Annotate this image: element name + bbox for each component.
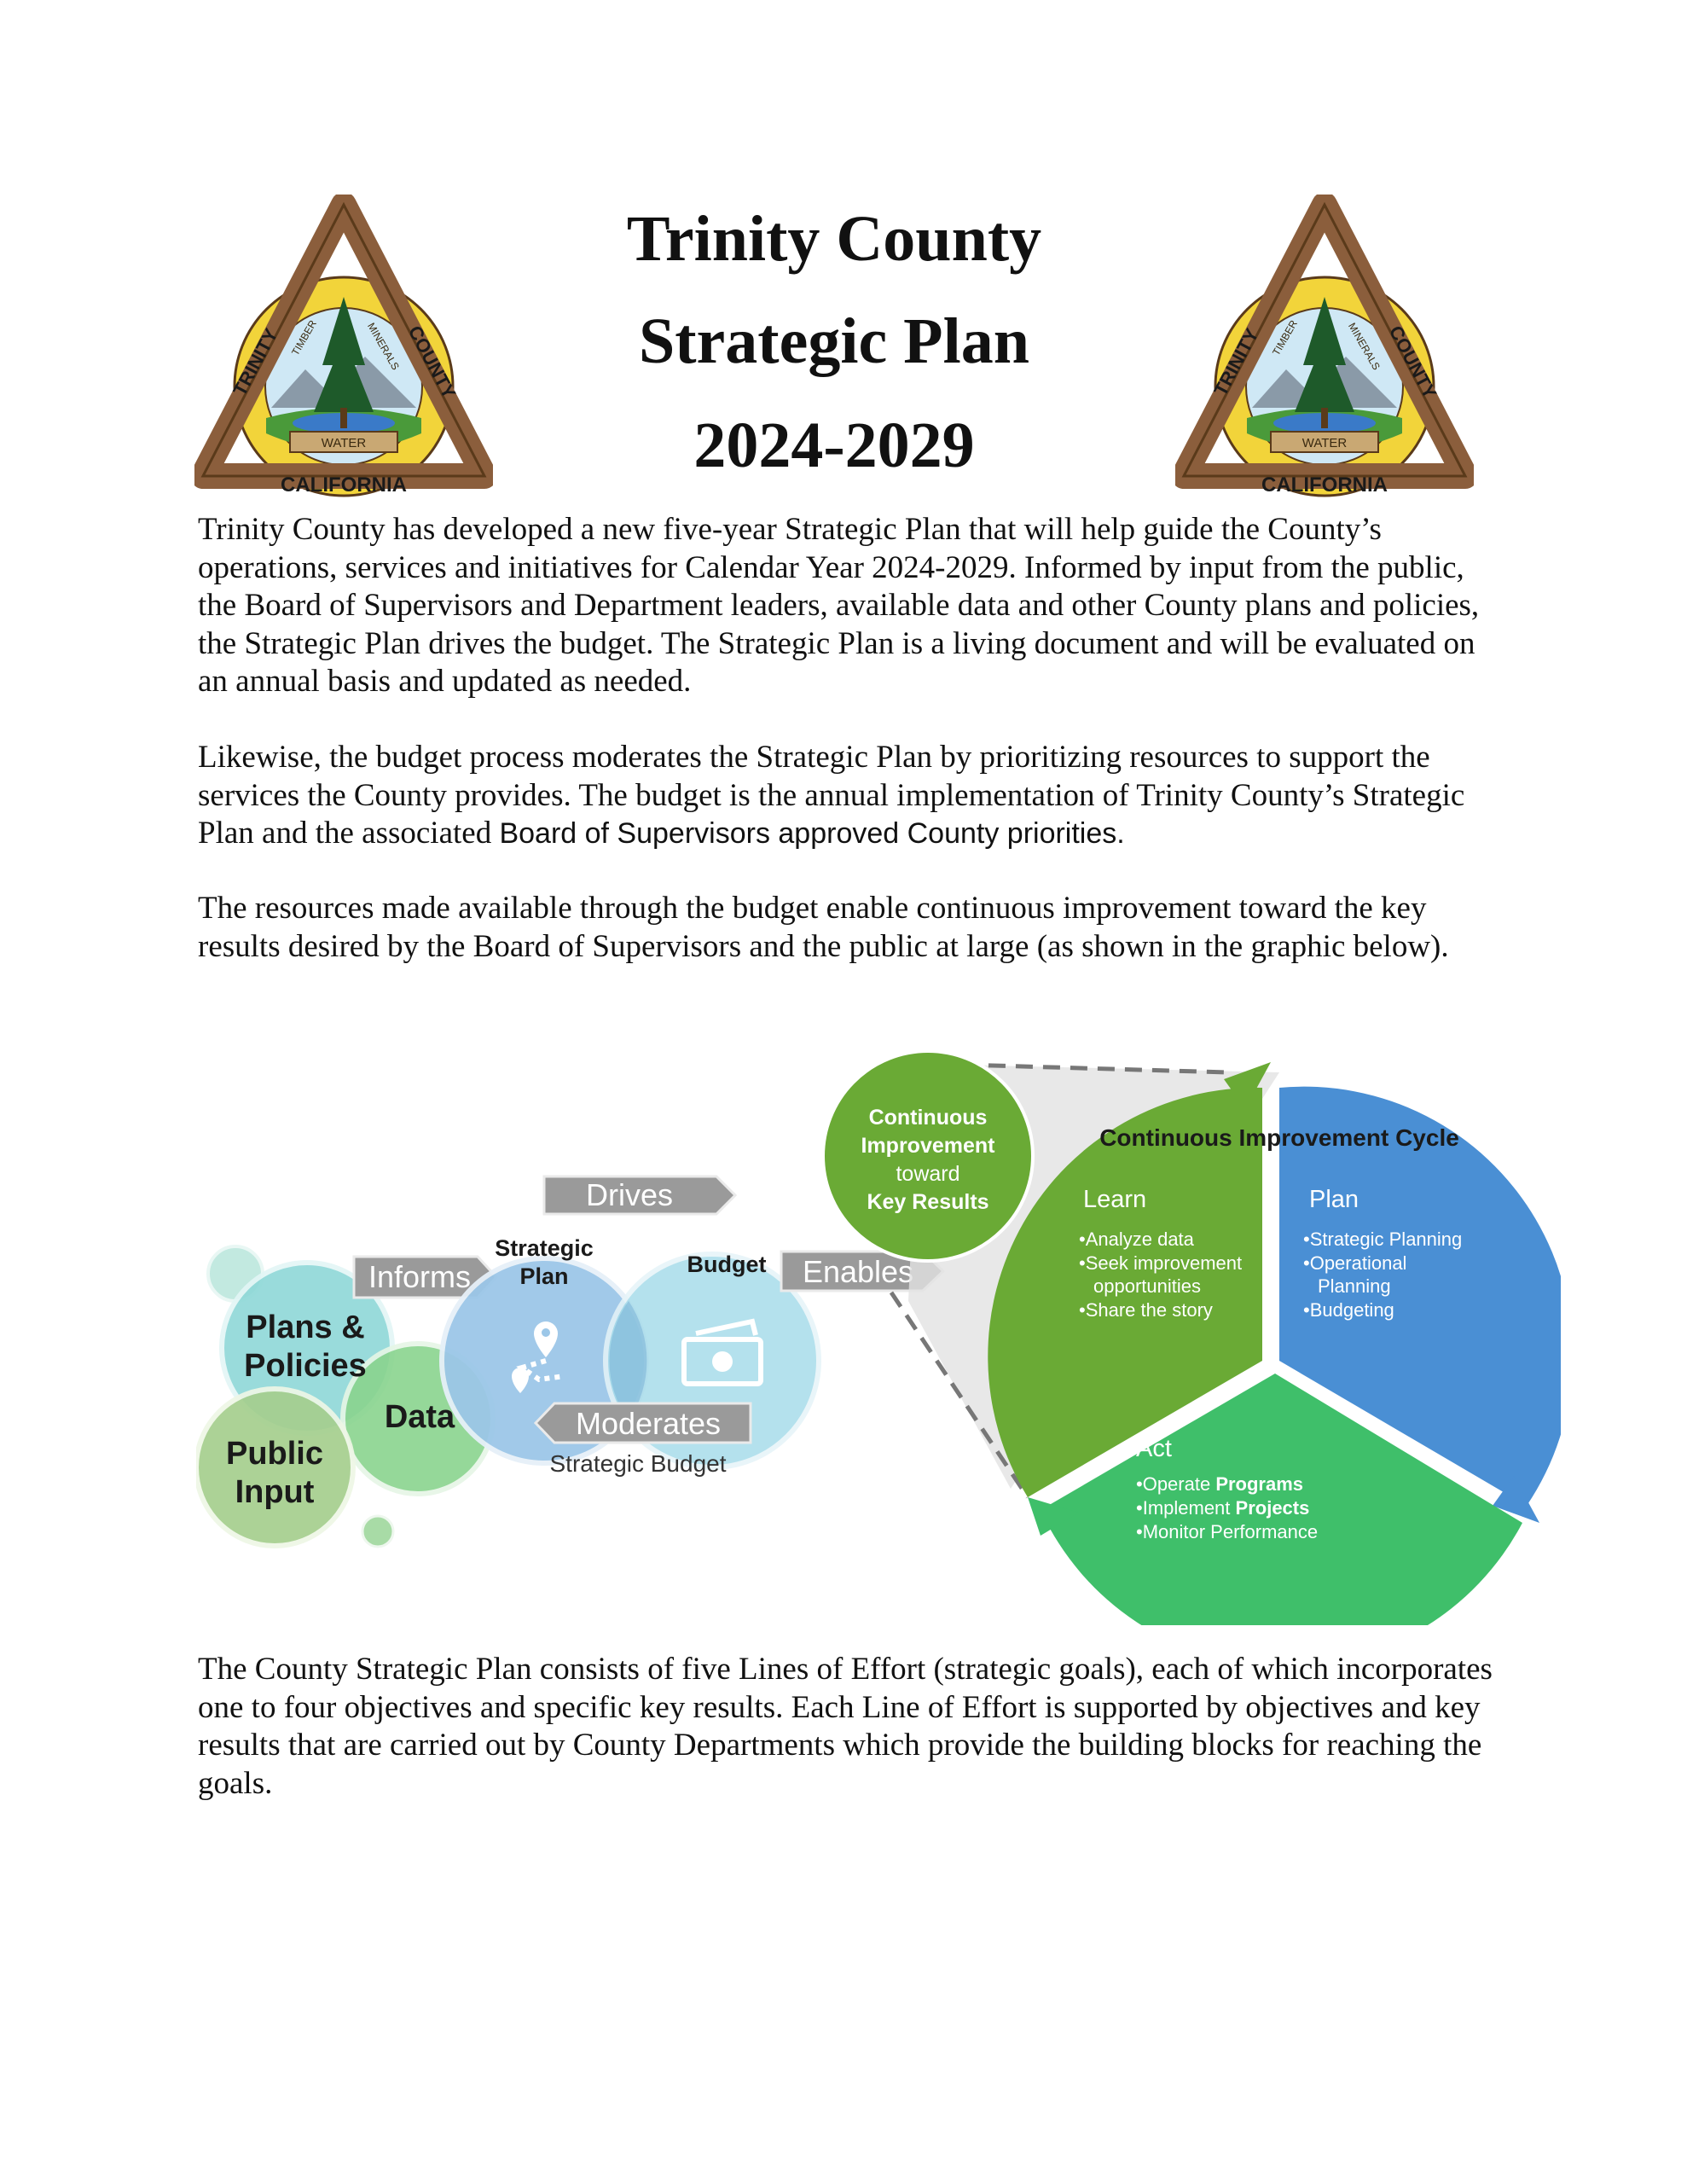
continuous-improvement-circle: Continuous Improvement toward Key Result… [821, 1049, 1035, 1263]
plan-item-3: Planning [1318, 1275, 1391, 1297]
enables-arrow: Enables [780, 1250, 946, 1292]
plan-item-4: •Budgeting [1303, 1299, 1394, 1321]
county-seal-right: WATER CALIFORNIA TRINITY COUNTY TIMBER M… [1175, 195, 1474, 497]
act-wedge: Act •Operate Programs •Implement Project… [1028, 1374, 1522, 1625]
public-label-line-1: Public [226, 1436, 323, 1472]
intro-paragraph: Trinity County has developed a new five-… [198, 512, 1480, 699]
plan-title: Plan [1309, 1186, 1359, 1213]
strategic-plan-label-line-2: Plan [519, 1263, 568, 1289]
plan-item-2: •Operational [1303, 1252, 1406, 1274]
title-line-3: 2024-2029 [693, 410, 975, 481]
learn-item-4: •Share the story [1079, 1299, 1213, 1321]
resources-paragraph: The resources made available through the… [198, 891, 1449, 964]
informs-arrow: Informs [352, 1255, 499, 1299]
ci-label-line-1: Continuous [869, 1106, 988, 1130]
budget-paragraph: Likewise, the budget process moderates t… [198, 739, 1503, 853]
budget-label: Budget [687, 1252, 767, 1277]
seal-bottom-text: CALIFORNIA [281, 473, 407, 497]
drives-arrow: Drives [542, 1175, 738, 1216]
route-map-icon [512, 1321, 565, 1393]
title-line-2: Strategic Plan [638, 305, 1029, 377]
lines-of-effort-paragraph: The County Strategic Plan consists of fi… [198, 1652, 1493, 1801]
plan-wedge: Plan •Strategic Planning •Operational Pl… [1279, 1086, 1561, 1523]
budget-paragraph-text: Likewise, the budget process moderates t… [198, 740, 1465, 851]
public-label-line-2: Input [235, 1474, 315, 1510]
act-item-3: •Monitor Performance [1136, 1521, 1318, 1542]
money-icon [681, 1318, 763, 1386]
title-line-1: Trinity County [626, 203, 1042, 275]
county-seal-graphic: WATER CALIFORNIA TRINITY COUNTY TIMBER M… [1175, 195, 1474, 497]
act-item-1-bold: Programs [1215, 1473, 1303, 1495]
data-label: Data [385, 1399, 455, 1435]
plans-label-line-1: Plans & [246, 1310, 364, 1345]
zoom-dash-top [933, 1061, 1229, 1075]
priorities-text: Board of Supervisors approved County pri… [499, 817, 1125, 850]
learn-title: Learn [1083, 1186, 1146, 1213]
act-title: Act [1136, 1435, 1172, 1462]
enables-label: Enables [803, 1254, 913, 1289]
ci-label-line-2: Improvement [861, 1134, 996, 1158]
learn-item-3: opportunities [1093, 1275, 1201, 1297]
county-seal-left: WATER CALIFORNIA TRINITY COUNTY TIMBER M… [194, 195, 493, 497]
cycle-title: Continuous Improvement Cycle [1099, 1124, 1459, 1151]
moderates-arrow: Moderates [533, 1402, 752, 1444]
plan-item-1: •Strategic Planning [1303, 1228, 1462, 1250]
strategic-plan-diagram: Plans & Policies Data Public Input Infor… [196, 1049, 1561, 1625]
moderates-label: Moderates [576, 1406, 721, 1441]
act-item-2-bold: Projects [1236, 1497, 1310, 1519]
strategic-plan-label-line-1: Strategic [495, 1235, 594, 1261]
ci-label-line-3: toward [896, 1162, 959, 1186]
act-item-2-text: •Implement [1136, 1497, 1236, 1519]
seal-water-text: WATER [1302, 436, 1348, 450]
inputs-bubble-group: Plans & Policies Data Public Input [196, 1245, 496, 1548]
informs-label: Informs [368, 1259, 471, 1294]
act-item-1: •Operate Programs [1136, 1473, 1303, 1495]
county-seal-graphic: WATER CALIFORNIA TRINITY COUNTY TIMBER M… [194, 195, 493, 497]
learn-item-2: •Seek improvement [1079, 1252, 1242, 1274]
learn-item-1: •Analyze data [1079, 1228, 1195, 1250]
strategic-budget-label: Strategic Budget [549, 1450, 726, 1477]
zoom-dash-bottom [889, 1291, 1030, 1499]
learn-wedge: Learn •Analyze data •Seek improvement op… [988, 1062, 1271, 1497]
act-item-1-text: •Operate [1136, 1473, 1215, 1495]
plans-label-line-2: Policies [244, 1348, 367, 1384]
drives-label: Drives [586, 1177, 673, 1212]
seal-water-text: WATER [322, 436, 367, 450]
seal-bottom-text: CALIFORNIA [1261, 473, 1388, 497]
ci-label-line-4: Key Results [867, 1190, 988, 1214]
act-item-2: •Implement Projects [1136, 1497, 1309, 1519]
